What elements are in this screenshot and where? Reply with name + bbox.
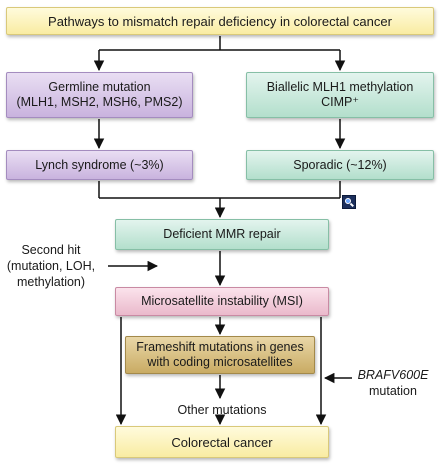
enlarge-figure-icon[interactable] [342, 195, 356, 209]
sporadic-box: Sporadic (~12%) [246, 150, 434, 180]
msi-box: Microsatellite instability (MSI) [115, 287, 329, 316]
diagram-title: Pathways to mismatch repair deficiency i… [48, 13, 392, 29]
lynch-label: Lynch syndrome (~3%) [35, 157, 164, 172]
second-hit-label: Second hit (mutation, LOH, methylation) [2, 242, 100, 290]
biallelic-label: Biallelic MLH1 methylation [266, 80, 414, 94]
deficient-mmr-box: Deficient MMR repair [115, 219, 329, 250]
cancer-label: Colorectal cancer [171, 434, 273, 450]
lynch-syndrome-box: Lynch syndrome (~3%) [6, 150, 193, 180]
braf-mutation: mutation [369, 384, 417, 398]
germline-mutation-box: Germline mutation (MLH1, MSH2, MSH6, PMS… [6, 72, 193, 118]
braf-gene: BRAFV600E [357, 368, 429, 382]
colorectal-cancer-box: Colorectal cancer [115, 426, 329, 458]
other-mutations-text: Other mutations [177, 403, 267, 417]
second-hit-line2: (mutation, LOH, [6, 259, 96, 273]
cimp-label: CIMP⁺ [321, 95, 359, 109]
mmr-label: Deficient MMR repair [163, 227, 281, 241]
frameshift-line2: with coding microsatellites [147, 355, 293, 369]
msi-label: Microsatellite instability (MSI) [141, 294, 303, 308]
second-hit-line3: methylation) [16, 275, 86, 289]
germline-genes: (MLH1, MSH2, MSH6, PMS2) [16, 95, 183, 109]
second-hit-line1: Second hit [21, 243, 81, 257]
sporadic-label: Sporadic (~12%) [293, 157, 387, 172]
frameshift-box: Frameshift mutations in genes with codin… [125, 336, 315, 374]
frameshift-line1: Frameshift mutations in genes [136, 340, 304, 354]
braf-label: BRAFV600E mutation [348, 367, 438, 399]
other-mutations-label: Other mutations [160, 402, 284, 418]
diagram-title-box: Pathways to mismatch repair deficiency i… [6, 7, 434, 35]
biallelic-methylation-box: Biallelic MLH1 methylation CIMP⁺ [246, 72, 434, 118]
germline-label: Germline mutation [48, 80, 151, 94]
